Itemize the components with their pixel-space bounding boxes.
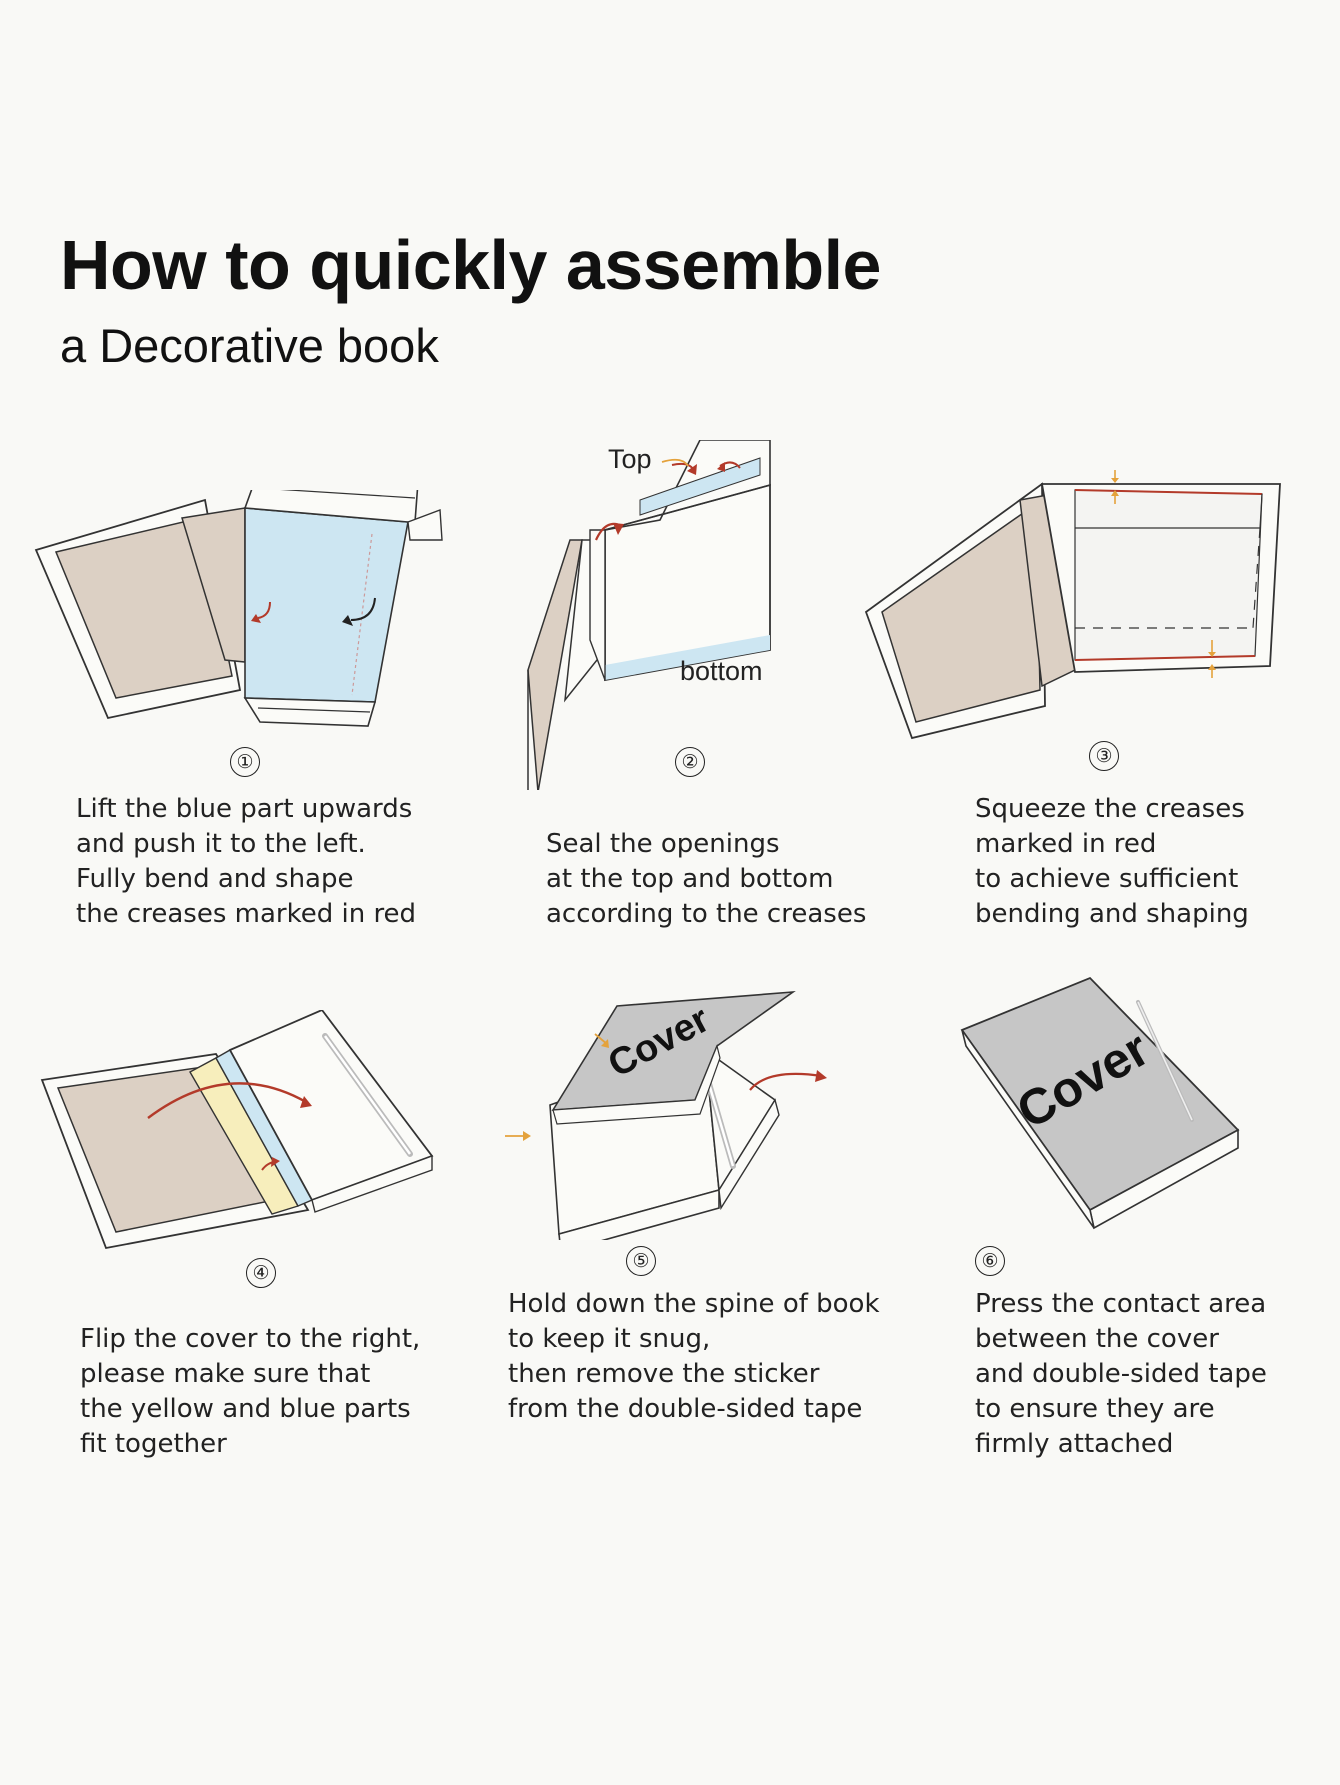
description-line: firmly attached bbox=[975, 1429, 1174, 1459]
top-label: Top bbox=[608, 444, 652, 474]
description-line: between the cover bbox=[975, 1324, 1219, 1354]
description-line: the yellow and blue parts bbox=[80, 1394, 411, 1424]
step-1-description: Lift the blue part upwards and push it t… bbox=[76, 792, 416, 932]
attach-cover-icon: Cover bbox=[960, 976, 1240, 1230]
flip-cover-icon bbox=[40, 1010, 434, 1250]
squeeze-creases-icon bbox=[864, 470, 1281, 740]
remove-sticker-icon: Cover bbox=[505, 990, 827, 1240]
description-line: from the double-sided tape bbox=[508, 1394, 863, 1424]
step-number: ① bbox=[230, 747, 260, 777]
description-line: Press the contact area bbox=[975, 1289, 1267, 1319]
description-line: marked in red bbox=[975, 829, 1157, 859]
description-line: at the top and bottom bbox=[546, 864, 834, 894]
description-line: Squeeze the creases bbox=[975, 794, 1245, 824]
description-line: Lift the blue part upwards bbox=[76, 794, 413, 824]
step-6-description: Press the contact area between the cover… bbox=[975, 1287, 1267, 1462]
description-line: and push it to the left. bbox=[76, 829, 366, 859]
step-number: ⑤ bbox=[626, 1246, 656, 1276]
description-line: according to the creases bbox=[546, 899, 867, 929]
bottom-label: bottom bbox=[680, 656, 763, 686]
fold-blue-part-icon bbox=[34, 490, 443, 727]
description-line: to achieve sufficient bbox=[975, 864, 1239, 894]
description-line: Hold down the spine of book bbox=[508, 1289, 880, 1319]
seal-openings-icon: Top bottom bbox=[527, 440, 771, 790]
description-line: please make sure that bbox=[80, 1359, 371, 1389]
description-line: then remove the sticker bbox=[508, 1359, 820, 1389]
page-title: How to quickly assemble bbox=[60, 226, 881, 304]
description-line: fit together bbox=[80, 1429, 227, 1459]
step-number: ② bbox=[675, 747, 705, 777]
description-line: Flip the cover to the right, bbox=[80, 1324, 421, 1354]
step-4-description: Flip the cover to the right, please make… bbox=[80, 1322, 420, 1462]
step-2-description: Seal the openings at the top and bottom … bbox=[546, 827, 866, 932]
page-subtitle: a Decorative book bbox=[60, 319, 439, 372]
description-line: the creases marked in red bbox=[76, 899, 417, 929]
description-line: bending and shaping bbox=[975, 899, 1249, 929]
description-line: to keep it snug, bbox=[508, 1324, 711, 1354]
description-line: Fully bend and shape bbox=[76, 864, 354, 894]
description-line: and double-sided tape bbox=[975, 1359, 1267, 1389]
description-line: to ensure they are bbox=[975, 1394, 1215, 1424]
description-line: Seal the openings bbox=[546, 829, 780, 859]
step-number: ⑥ bbox=[975, 1246, 1005, 1276]
step-5-description: Hold down the spine of book to keep it s… bbox=[508, 1287, 880, 1427]
step-number: ③ bbox=[1089, 741, 1119, 771]
step-3-description: Squeeze the creases marked in red to ach… bbox=[975, 792, 1249, 932]
step-number: ④ bbox=[246, 1258, 276, 1288]
